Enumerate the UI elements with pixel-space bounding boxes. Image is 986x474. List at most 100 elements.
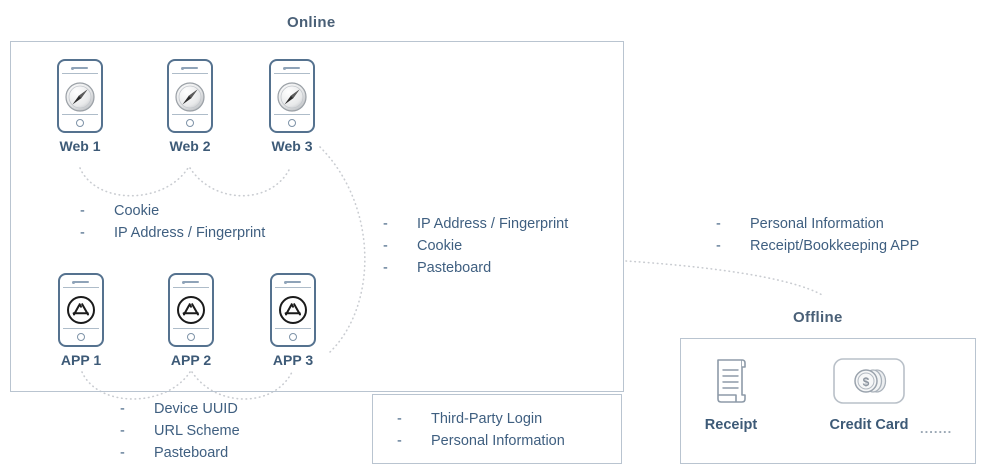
phone-bottom-divider — [172, 114, 208, 115]
list-item: - Third-Party Login — [397, 408, 565, 430]
phone-speaker — [73, 281, 89, 283]
list-item-label: Pasteboard — [154, 445, 229, 461]
list-item-label: IP Address / Fingerprint — [417, 216, 569, 232]
phone-top-divider — [274, 73, 310, 74]
web-identifiers-list: - Cookie - IP Address / Fingerprint — [80, 200, 265, 244]
phone-top-divider — [62, 73, 98, 74]
offline-item-credit-card[interactable]: $ Credit Card — [812, 355, 926, 433]
phone-frame — [167, 59, 213, 133]
device-app-1[interactable]: APP 1 — [54, 273, 108, 368]
phone-speaker — [72, 67, 88, 69]
bullet-dash: - — [397, 411, 402, 427]
device-label: APP 1 — [60, 352, 102, 368]
list-item-label: IP Address / Fingerprint — [114, 225, 266, 241]
connector-online-offline — [625, 260, 825, 297]
list-item: - Cookie — [80, 200, 265, 222]
list-item-label: Cookie — [417, 238, 463, 254]
list-item-label: Cookie — [114, 203, 160, 219]
svg-text:$: $ — [863, 375, 870, 389]
phone-speaker — [183, 281, 199, 283]
phone-bottom-divider — [62, 114, 98, 115]
safari-compass-icon — [174, 81, 206, 113]
phone-top-divider — [172, 73, 208, 74]
list-item: - IP Address / Fingerprint — [383, 213, 568, 235]
list-item: - Pasteboard — [383, 257, 568, 279]
cross-identifiers-list: - IP Address / Fingerprint - Cookie - Pa… — [383, 213, 568, 279]
list-item: - IP Address / Fingerprint — [80, 222, 265, 244]
phone-home-button — [187, 333, 195, 341]
bullet-dash: - — [716, 216, 721, 232]
offline-boundary-box — [680, 338, 976, 464]
device-web-3[interactable]: Web 3 — [265, 59, 319, 154]
phone-frame — [269, 59, 315, 133]
online-boundary-box — [10, 41, 624, 392]
phone-bottom-divider — [274, 114, 310, 115]
list-item: - Device UUID — [120, 398, 240, 420]
linking-identifiers-box — [372, 394, 622, 464]
phone-top-divider — [63, 287, 99, 288]
list-item: - Receipt/Bookkeeping APP — [716, 235, 919, 257]
safari-compass-icon — [276, 81, 308, 113]
bullet-dash: - — [397, 433, 402, 449]
device-label: APP 2 — [170, 352, 212, 368]
offline-item-receipt[interactable]: Receipt — [693, 355, 769, 433]
device-web-2[interactable]: Web 2 — [163, 59, 217, 154]
phone-home-button — [289, 333, 297, 341]
list-item-label: Personal Information — [750, 216, 884, 232]
offline-item-label: Credit Card — [829, 417, 909, 433]
phone-bottom-divider — [275, 328, 311, 329]
list-item-label: Receipt/Bookkeeping APP — [750, 238, 920, 254]
list-item-label: Third-Party Login — [431, 411, 543, 427]
phone-speaker — [182, 67, 198, 69]
device-app-2[interactable]: APP 2 — [164, 273, 218, 368]
device-web-1[interactable]: Web 1 — [53, 59, 107, 154]
bullet-dash: - — [383, 260, 388, 276]
app-identifiers-list: - Device UUID - URL Scheme - Pasteboard — [120, 398, 240, 464]
list-item: - Cookie — [383, 235, 568, 257]
bullet-dash: - — [120, 401, 125, 417]
app-store-icon — [66, 295, 96, 325]
coins-dollar-card-icon: $ — [812, 355, 926, 407]
bullet-dash: - — [383, 216, 388, 232]
device-label: Web 1 — [59, 138, 101, 154]
receipt-document-icon — [693, 355, 769, 407]
bullet-dash: - — [716, 238, 721, 254]
device-label: APP 3 — [272, 352, 314, 368]
phone-home-button — [77, 333, 85, 341]
phone-frame — [168, 273, 214, 347]
app-store-icon — [176, 295, 206, 325]
list-item: - Personal Information — [397, 430, 565, 452]
bridge-identifiers-list: - Personal Information - Receipt/Bookkee… — [716, 213, 919, 257]
phone-home-button — [288, 119, 296, 127]
bullet-dash: - — [80, 203, 85, 219]
bullet-dash: - — [120, 445, 125, 461]
offline-item-label: Receipt — [704, 417, 758, 433]
bullet-dash: - — [383, 238, 388, 254]
phone-home-button — [186, 119, 194, 127]
list-item-label: URL Scheme — [154, 423, 240, 439]
app-store-icon — [278, 295, 308, 325]
bullet-dash: - — [120, 423, 125, 439]
bullet-dash: - — [80, 225, 85, 241]
offline-title: Offline — [793, 309, 843, 326]
device-label: Web 2 — [169, 138, 211, 154]
phone-top-divider — [173, 287, 209, 288]
list-item-label: Pasteboard — [417, 260, 492, 276]
phone-speaker — [285, 281, 301, 283]
safari-compass-icon — [64, 81, 96, 113]
phone-speaker — [284, 67, 300, 69]
device-label: Web 3 — [271, 138, 313, 154]
list-item-label: Personal Information — [431, 433, 565, 449]
list-item: - Personal Information — [716, 213, 919, 235]
offline-ellipsis: ....... — [920, 421, 953, 436]
device-app-3[interactable]: APP 3 — [266, 273, 320, 368]
phone-top-divider — [275, 287, 311, 288]
phone-bottom-divider — [63, 328, 99, 329]
linking-identifiers-list: - Third-Party Login - Personal Informati… — [397, 408, 565, 452]
phone-frame — [270, 273, 316, 347]
phone-frame — [57, 59, 103, 133]
phone-frame — [58, 273, 104, 347]
list-item: - Pasteboard — [120, 442, 240, 464]
online-title: Online — [287, 14, 336, 31]
